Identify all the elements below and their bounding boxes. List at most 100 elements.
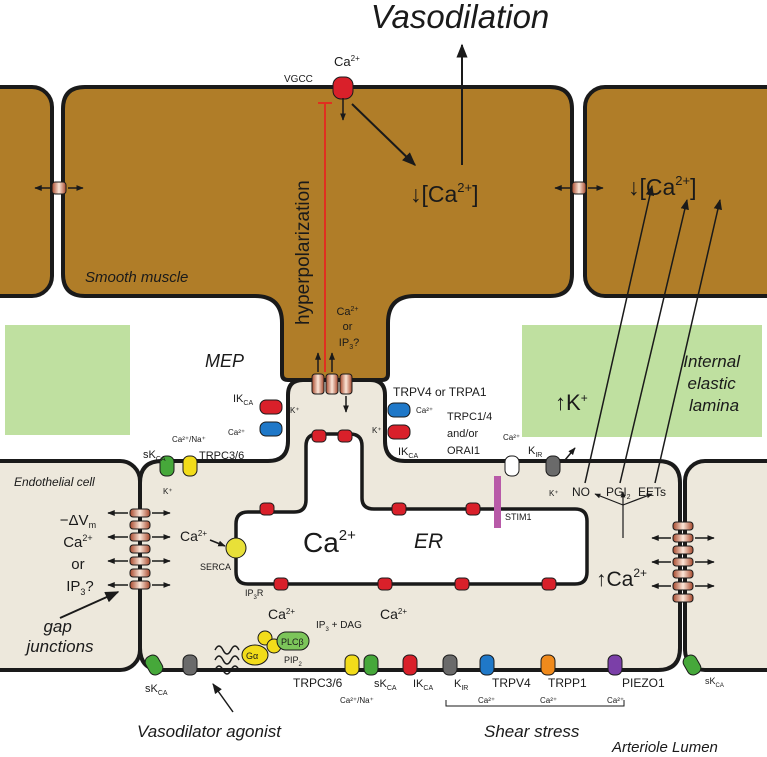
no-arrow bbox=[584, 184, 655, 484]
ip3r-label: IP3R bbox=[245, 588, 264, 601]
smooth-muscle-label: Smooth muscle bbox=[85, 269, 188, 286]
gap-junction-smooth-muscle-left bbox=[34, 181, 84, 195]
stim1-label: STIM1 bbox=[505, 512, 532, 522]
ca-na-bottom-label: Ca²⁺/Na⁺ bbox=[340, 696, 374, 705]
skca-left-bottom-label: sKCA bbox=[145, 683, 168, 697]
skca-channel-bottom-right bbox=[682, 654, 702, 676]
ikca-mep-channel-right bbox=[387, 424, 411, 440]
title: Vasodilation bbox=[371, 0, 550, 35]
k-mep-label: K⁺ bbox=[290, 406, 300, 415]
pgi2-label: PGI2 bbox=[606, 485, 631, 501]
elastic-lamina-right bbox=[522, 325, 762, 437]
ca-orai-label: Ca²⁺ bbox=[503, 433, 520, 442]
trpc36-bottom-label: TRPC3/6 bbox=[293, 676, 343, 690]
ca-piezo1-bottom: Ca²⁺ bbox=[607, 696, 624, 705]
ca-conc-left-label: ↓[Ca2+] bbox=[410, 180, 479, 207]
arteriole-lumen-label: Arteriole Lumen bbox=[611, 739, 718, 756]
ikca-mep-channel-2 bbox=[259, 421, 283, 437]
no-label: NO bbox=[572, 485, 590, 499]
pip2-label: PIP2 bbox=[284, 655, 303, 668]
stim1-protein bbox=[494, 476, 501, 528]
trpp1-label: TRPP1 bbox=[548, 676, 587, 690]
vasodilator-agonist-label: Vasodilator agonist bbox=[137, 722, 282, 741]
pgi2-arrow bbox=[619, 198, 689, 484]
ca-release-left-label: Ca2+ bbox=[268, 606, 295, 622]
gap-junction-stack-right bbox=[651, 521, 715, 603]
ikca-channel-bottom bbox=[402, 654, 418, 676]
endothelial-cell-label: Endothelial cell bbox=[14, 475, 95, 489]
hyperpolarization-label: hyperpolarization bbox=[293, 180, 314, 325]
galpha-label: Gα bbox=[246, 651, 258, 661]
gap-junction-mep bbox=[311, 352, 353, 413]
k-kir-top-label: K⁺ bbox=[549, 489, 559, 498]
skca-top-label: sKCA bbox=[143, 449, 166, 463]
k-skca-top-label: K⁺ bbox=[163, 487, 173, 496]
ca-conc-right-label: ↓[Ca2+] bbox=[628, 173, 697, 200]
kir-bottom-label: KIR bbox=[454, 678, 468, 692]
ca-serca-label: Ca2+ bbox=[180, 528, 207, 544]
gap-junction-smooth-muscle-right bbox=[554, 181, 604, 195]
ca-trpv4-label: Ca²⁺ bbox=[416, 406, 433, 415]
endothelial-cell-right bbox=[683, 459, 767, 672]
piezo1-channel bbox=[607, 654, 623, 676]
piezo1-label: PIEZO1 bbox=[622, 676, 665, 690]
kir-channel-top bbox=[545, 455, 561, 477]
ikca-mep-label: IKCA bbox=[233, 393, 253, 407]
trpv4-channel-bottom bbox=[479, 654, 495, 676]
trpc36-channel-top bbox=[182, 455, 198, 477]
k-ikca-right-label: K⁺ bbox=[372, 426, 382, 435]
er-label: ER bbox=[414, 530, 443, 553]
ip3-dag-label: IP3 + DAG bbox=[316, 620, 362, 633]
kca-gray-channel-bottom bbox=[182, 654, 198, 676]
smooth-muscle-cell-left bbox=[0, 85, 54, 298]
ca-top-label: Ca2+ bbox=[334, 54, 360, 69]
shear-stress-label: Shear stress bbox=[484, 722, 580, 741]
gpcr-receptor bbox=[214, 645, 240, 675]
endoplasmic-reticulum bbox=[234, 432, 589, 586]
skca-bottom-label: sKCA bbox=[374, 678, 397, 692]
g-alpha-subunit bbox=[241, 644, 269, 666]
trpv4-mep-channel bbox=[387, 402, 411, 418]
kir-channel-bottom bbox=[442, 654, 458, 676]
trpv4-bottom-label: TRPV4 bbox=[492, 676, 531, 690]
ikca-bottom-label: IKCA bbox=[413, 678, 433, 692]
plcb-label: PLCβ bbox=[281, 637, 304, 647]
vgcc-label: VGCC bbox=[284, 74, 313, 85]
ca-mep-label: Ca²⁺ bbox=[228, 428, 245, 437]
k-rise-label: ↑K+ bbox=[555, 390, 588, 415]
ca-na-top-label: Ca²⁺/Na⁺ bbox=[172, 435, 206, 444]
gap-junctions-label: gap junctions bbox=[24, 617, 94, 656]
kir-top-label: KIR bbox=[528, 445, 542, 459]
trpv4-trpa1-label: TRPV4 or TRPA1 bbox=[393, 385, 487, 399]
trpc14-orai-label: TRPC1/4 and/or ORAI1 bbox=[447, 411, 495, 457]
plcb-enzyme bbox=[276, 631, 310, 651]
vgcc-channel bbox=[332, 76, 354, 100]
eets-arrow bbox=[654, 198, 722, 484]
gap-junction-stack-left bbox=[107, 508, 171, 590]
smooth-muscle-cell-right bbox=[583, 85, 767, 298]
ca-trpv4-bottom: Ca²⁺ bbox=[478, 696, 495, 705]
skca-channel-bottom bbox=[363, 654, 379, 676]
ca-rise-right-label: ↑Ca2+ bbox=[596, 566, 647, 591]
calcium-decrease-arrow bbox=[351, 103, 417, 166]
serca-pump bbox=[225, 537, 247, 559]
ikca-right-label: IKCA bbox=[398, 446, 418, 460]
ca-release-mid-label: Ca2+ bbox=[380, 606, 407, 622]
trpc36-channel-bottom bbox=[344, 654, 360, 676]
skca-right-bottom-label: sKCA bbox=[705, 676, 724, 689]
skca-channel-bottom-left bbox=[144, 654, 164, 676]
mep-label: MEP bbox=[205, 351, 244, 371]
serca-label: SERCA bbox=[200, 562, 231, 572]
trpp1-channel bbox=[540, 654, 556, 676]
ca-or-ip3-label: Ca2+ or IP3? bbox=[336, 302, 361, 351]
ikca-mep-channel bbox=[259, 399, 283, 415]
elastic-lamina-left bbox=[5, 325, 130, 435]
eets-label: EETs bbox=[638, 485, 666, 499]
ca-trpp1-bottom: Ca²⁺ bbox=[540, 696, 557, 705]
ip3r-channels bbox=[259, 429, 557, 591]
smooth-muscle-cell-center bbox=[61, 85, 574, 382]
skca-channel-top bbox=[159, 455, 175, 477]
ca-er-label: Ca2+ bbox=[303, 527, 356, 558]
trpc-orai-channel bbox=[504, 455, 520, 477]
